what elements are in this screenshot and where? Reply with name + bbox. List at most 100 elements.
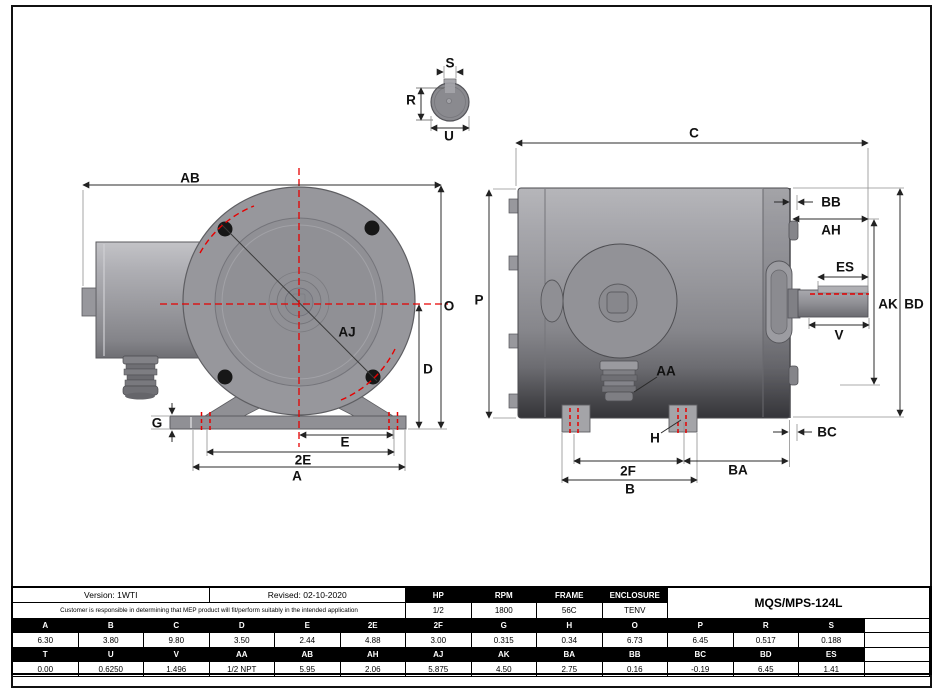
dim-label-d: D xyxy=(423,361,433,377)
dim-header: 2E xyxy=(340,619,406,633)
shaft-key xyxy=(817,285,869,294)
dim-label-aa: AA xyxy=(656,363,676,379)
conduit-fitting-side xyxy=(599,360,639,402)
spec-value-frame: 56C xyxy=(537,603,603,619)
dim-value: 2.75 xyxy=(537,662,603,677)
dim-header: H xyxy=(537,619,603,633)
dim-label-aj: AJ xyxy=(338,324,356,340)
dim-label-2f: 2F xyxy=(620,463,636,479)
dim-header: BB xyxy=(602,648,668,662)
dim-label-r: R xyxy=(406,92,416,108)
dim-header: T xyxy=(13,648,79,662)
dim-value: 6.45 xyxy=(733,662,799,677)
dim-label-es: ES xyxy=(835,259,855,275)
dim-header: BC xyxy=(668,648,734,662)
dim-value: 2.06 xyxy=(340,662,406,677)
version-cell: Version: 1WTI xyxy=(13,588,210,603)
dimension-lines xyxy=(82,68,904,484)
dim-label-a: A xyxy=(292,468,302,484)
empty-cell xyxy=(864,619,930,633)
dim-header: U xyxy=(78,648,144,662)
dim-label-e: E xyxy=(340,434,350,450)
extension-lines xyxy=(82,66,904,483)
dim-value: 6.30 xyxy=(13,633,79,648)
dim-label-bb: BB xyxy=(821,194,841,210)
conduit-fitting-front xyxy=(122,355,159,400)
shaft-end-view xyxy=(430,78,470,122)
dim-header: A xyxy=(13,619,79,633)
empty-cell xyxy=(864,633,930,648)
dim-value: 1/2 NPT xyxy=(209,662,275,677)
dim-value: 9.80 xyxy=(144,633,210,648)
spec-value-hp: 1/2 xyxy=(406,603,472,619)
dim-header: 2F xyxy=(406,619,472,633)
revised-cell: Revised: 02-10-2020 xyxy=(209,588,406,603)
bolt-hole xyxy=(364,220,380,236)
dim-header: C xyxy=(144,619,210,633)
side-view xyxy=(508,187,869,433)
dim-header: BA xyxy=(537,648,603,662)
dim-label-ah: AH xyxy=(821,222,841,238)
dim-value: 3.50 xyxy=(209,633,275,648)
dim-value: 6.73 xyxy=(602,633,668,648)
dim-label-c: C xyxy=(689,125,699,141)
dim-header: O xyxy=(602,619,668,633)
dim-header: BD xyxy=(733,648,799,662)
spec-header-enclosure: ENCLOSURE xyxy=(602,588,668,603)
dim-label-p: P xyxy=(474,292,484,308)
dim-value: 3.00 xyxy=(406,633,472,648)
dim-header: D xyxy=(209,619,275,633)
dim-label-ak: AK xyxy=(878,296,898,312)
dim-header: AJ xyxy=(406,648,472,662)
dim-value: 5.95 xyxy=(275,662,341,677)
dim-label-s: S xyxy=(445,55,455,71)
bolt-hole xyxy=(217,221,233,237)
dim-value: 0.315 xyxy=(471,633,537,648)
dim-value: 0.6250 xyxy=(78,662,144,677)
motor-shaft xyxy=(797,289,869,318)
front-view xyxy=(81,186,416,430)
dim-header: S xyxy=(799,619,865,633)
dim-value: 0.517 xyxy=(733,633,799,648)
dim-label-o: O xyxy=(443,298,455,314)
dim-value: 0.34 xyxy=(537,633,603,648)
dim-header: AB xyxy=(275,648,341,662)
dim-value: 3.80 xyxy=(78,633,144,648)
spec-header-hp: HP xyxy=(406,588,472,603)
page-border xyxy=(11,5,932,688)
dimension-table: Version: 1WTI Revised: 02-10-2020 HP RPM… xyxy=(11,586,932,677)
dim-label-bc: BC xyxy=(817,424,837,440)
spec-value-rpm: 1800 xyxy=(471,603,537,619)
dim-value: 0.16 xyxy=(602,662,668,677)
dim-value: 1.496 xyxy=(144,662,210,677)
dim-label-g: G xyxy=(151,415,163,431)
dim-label-b: B xyxy=(625,481,635,497)
bolt-hole xyxy=(217,369,233,385)
dim-value: 4.50 xyxy=(471,662,537,677)
dim-value: 0.00 xyxy=(13,662,79,677)
empty-cell xyxy=(864,648,930,662)
disclaimer: Customer is responsible in determining t… xyxy=(13,603,406,619)
dim-label-bd: BD xyxy=(904,296,924,312)
spec-value-enclosure: TENV xyxy=(602,603,668,619)
dim-value: 0.188 xyxy=(799,633,865,648)
mounting-foot xyxy=(561,404,591,433)
dim-value: 2.44 xyxy=(275,633,341,648)
dim-header: B xyxy=(78,619,144,633)
centerlines xyxy=(160,168,869,447)
dim-header: E xyxy=(275,619,341,633)
dim-label-h: H xyxy=(650,430,660,446)
spec-header-rpm: RPM xyxy=(471,588,537,603)
dim-label-ba: BA xyxy=(728,462,748,478)
dim-header: R xyxy=(733,619,799,633)
dim-label-v: V xyxy=(834,327,844,343)
dim-value: 6.45 xyxy=(668,633,734,648)
dim-label-2e: 2E xyxy=(294,452,312,468)
dim-header: G xyxy=(471,619,537,633)
dim-header: AH xyxy=(340,648,406,662)
dim-header: ES xyxy=(799,648,865,662)
dim-value: 1.41 xyxy=(799,662,865,677)
dim-header: AA xyxy=(209,648,275,662)
dim-header: P xyxy=(668,619,734,633)
